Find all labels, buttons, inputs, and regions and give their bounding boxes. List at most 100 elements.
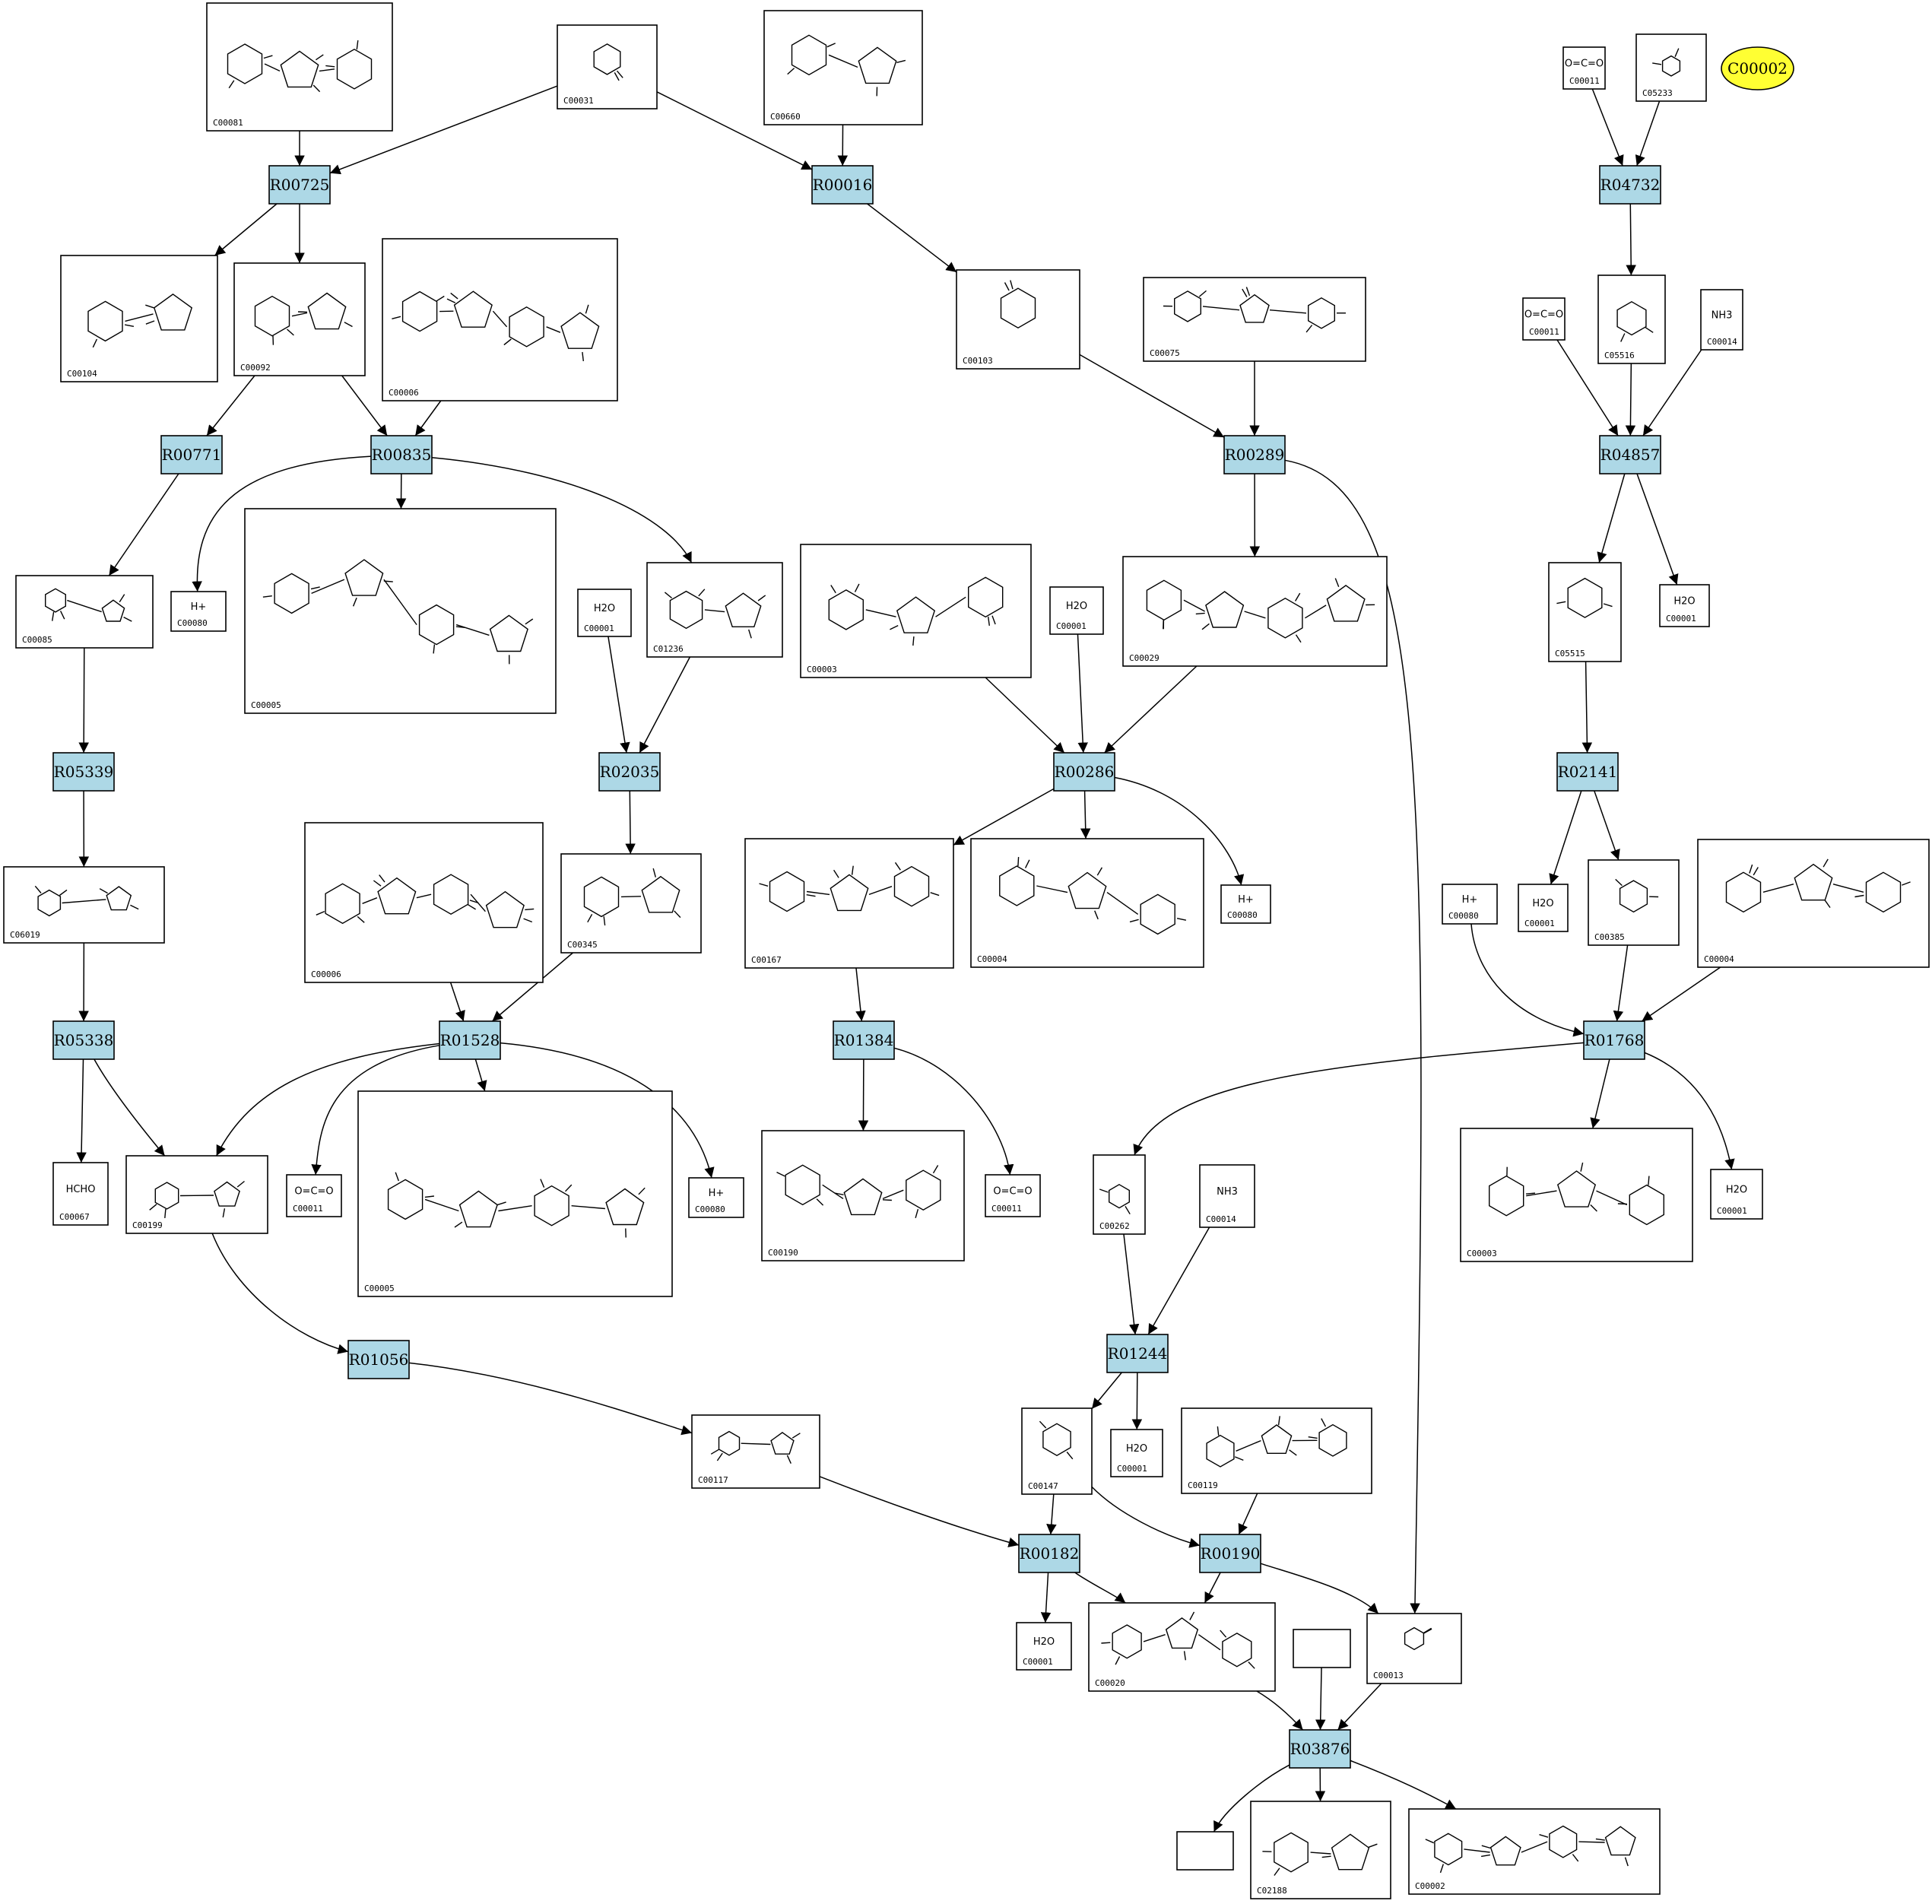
compound-box[interactable] xyxy=(646,562,783,658)
reaction-R04857[interactable]: R04857 xyxy=(1599,435,1661,474)
reaction-box[interactable] xyxy=(1556,752,1619,792)
reaction-box[interactable] xyxy=(439,1020,501,1060)
reaction-box[interactable] xyxy=(370,435,433,474)
compound-box[interactable] xyxy=(60,255,218,382)
compound-C00006[interactable]: C00006 xyxy=(382,238,618,401)
compound-box[interactable] xyxy=(744,838,954,969)
compound-C00262[interactable]: C00262 xyxy=(1093,1154,1146,1235)
compound-C02188[interactable]: C02188 xyxy=(1250,1801,1391,1899)
reaction-box[interactable] xyxy=(811,165,874,205)
compound-box[interactable] xyxy=(1021,1407,1093,1495)
reaction-R01768[interactable]: R01768 xyxy=(1583,1020,1645,1060)
compound-box[interactable] xyxy=(170,591,227,632)
compound-box[interactable] xyxy=(1250,1801,1391,1899)
compound-box[interactable] xyxy=(1176,1831,1234,1871)
compound-C00003[interactable]: C00003 xyxy=(800,544,1032,678)
reaction-box[interactable] xyxy=(160,435,223,474)
reaction-box[interactable] xyxy=(1599,165,1661,205)
compound-box[interactable] xyxy=(1460,1128,1693,1262)
compound-C05516[interactable]: C05516 xyxy=(1597,274,1666,364)
compound-C00167[interactable]: C00167 xyxy=(744,838,954,969)
compound-box[interactable] xyxy=(956,269,1080,370)
compound-blank[interactable] xyxy=(1293,1629,1351,1668)
compound-C00092[interactable]: C00092 xyxy=(233,262,366,376)
compound-box[interactable] xyxy=(286,1174,342,1217)
reaction-R00835[interactable]: R00835 xyxy=(370,435,433,474)
compound-box[interactable] xyxy=(1220,884,1271,924)
compound-box[interactable] xyxy=(1110,1429,1163,1477)
compound-C00002[interactable]: C00002 xyxy=(1408,1808,1661,1895)
reaction-box[interactable] xyxy=(268,165,331,205)
compound-C00104[interactable]: C00104 xyxy=(60,255,218,382)
reaction-box[interactable] xyxy=(52,1020,115,1060)
compound-box[interactable] xyxy=(1093,1154,1146,1235)
compound-box[interactable] xyxy=(1597,274,1666,364)
compound-box[interactable] xyxy=(560,853,702,954)
compound-C00345[interactable]: C00345 xyxy=(560,853,702,954)
compound-C00147[interactable]: C00147 xyxy=(1021,1407,1093,1495)
compound-box[interactable] xyxy=(1522,297,1566,341)
compound-box[interactable] xyxy=(1635,33,1707,102)
compound-C00031[interactable]: C00031 xyxy=(557,24,658,109)
reaction-R00286[interactable]: R00286 xyxy=(1053,752,1115,792)
compound-C00080[interactable]: H+C00080 xyxy=(1220,884,1271,924)
compound-box[interactable] xyxy=(357,1090,673,1297)
compound-box[interactable] xyxy=(985,1174,1041,1217)
reaction-box[interactable] xyxy=(1199,1534,1261,1573)
compound-box[interactable] xyxy=(1181,1407,1372,1494)
compound-box[interactable] xyxy=(763,10,923,125)
compound-box[interactable] xyxy=(970,838,1204,968)
compound-box[interactable] xyxy=(691,1414,820,1489)
reaction-R02035[interactable]: R02035 xyxy=(598,752,661,792)
compound-box[interactable] xyxy=(1293,1629,1351,1668)
reaction-R00771[interactable]: R00771 xyxy=(160,435,223,474)
compound-box[interactable] xyxy=(1366,1613,1462,1684)
compound-C00020[interactable]: C00020 xyxy=(1088,1602,1276,1692)
compound-C00119[interactable]: C00119 xyxy=(1181,1407,1372,1494)
compound-C00075[interactable]: C00075 xyxy=(1143,277,1366,362)
reaction-R01528[interactable]: R01528 xyxy=(439,1020,501,1060)
compound-C00013[interactable]: C00013 xyxy=(1366,1613,1462,1684)
compound-box[interactable] xyxy=(304,822,544,983)
compound-box[interactable] xyxy=(557,24,658,109)
compound-box[interactable] xyxy=(15,575,154,649)
compound-box[interactable] xyxy=(1548,562,1622,662)
compound-C00085[interactable]: C00085 xyxy=(15,575,154,649)
reaction-R03876[interactable]: R03876 xyxy=(1289,1729,1351,1769)
compound-C00005[interactable]: C00005 xyxy=(244,508,557,714)
compound-blank[interactable] xyxy=(1176,1831,1234,1871)
reaction-R00182[interactable]: R00182 xyxy=(1018,1534,1080,1573)
compound-C00117[interactable]: C00117 xyxy=(691,1414,820,1489)
compound-box[interactable] xyxy=(1408,1808,1661,1895)
reaction-box[interactable] xyxy=(52,752,115,792)
compound-box[interactable] xyxy=(1016,1622,1072,1671)
compound-C00005[interactable]: C00005 xyxy=(357,1090,673,1297)
compound-C00080[interactable]: H+C00080 xyxy=(1442,884,1498,925)
compound-C05233[interactable]: C05233 xyxy=(1635,33,1707,102)
compound-box[interactable] xyxy=(206,2,393,132)
reaction-R01384[interactable]: R01384 xyxy=(833,1020,895,1060)
reaction-box[interactable] xyxy=(347,1340,410,1379)
reaction-R01244[interactable]: R01244 xyxy=(1106,1334,1169,1373)
compound-box[interactable] xyxy=(1697,839,1930,968)
compound-box[interactable] xyxy=(1199,1164,1255,1228)
reaction-box[interactable] xyxy=(598,752,661,792)
reaction-box[interactable] xyxy=(1583,1020,1645,1060)
reaction-R00016[interactable]: R00016 xyxy=(811,165,874,205)
compound-box[interactable] xyxy=(1049,586,1104,635)
reaction-R00190[interactable]: R00190 xyxy=(1199,1534,1261,1573)
compound-C01236[interactable]: C01236 xyxy=(646,562,783,658)
compound-C00190[interactable]: C00190 xyxy=(761,1130,965,1261)
compound-box[interactable] xyxy=(761,1130,965,1261)
reaction-R01056[interactable]: R01056 xyxy=(347,1340,410,1379)
compound-box[interactable] xyxy=(1700,289,1743,351)
